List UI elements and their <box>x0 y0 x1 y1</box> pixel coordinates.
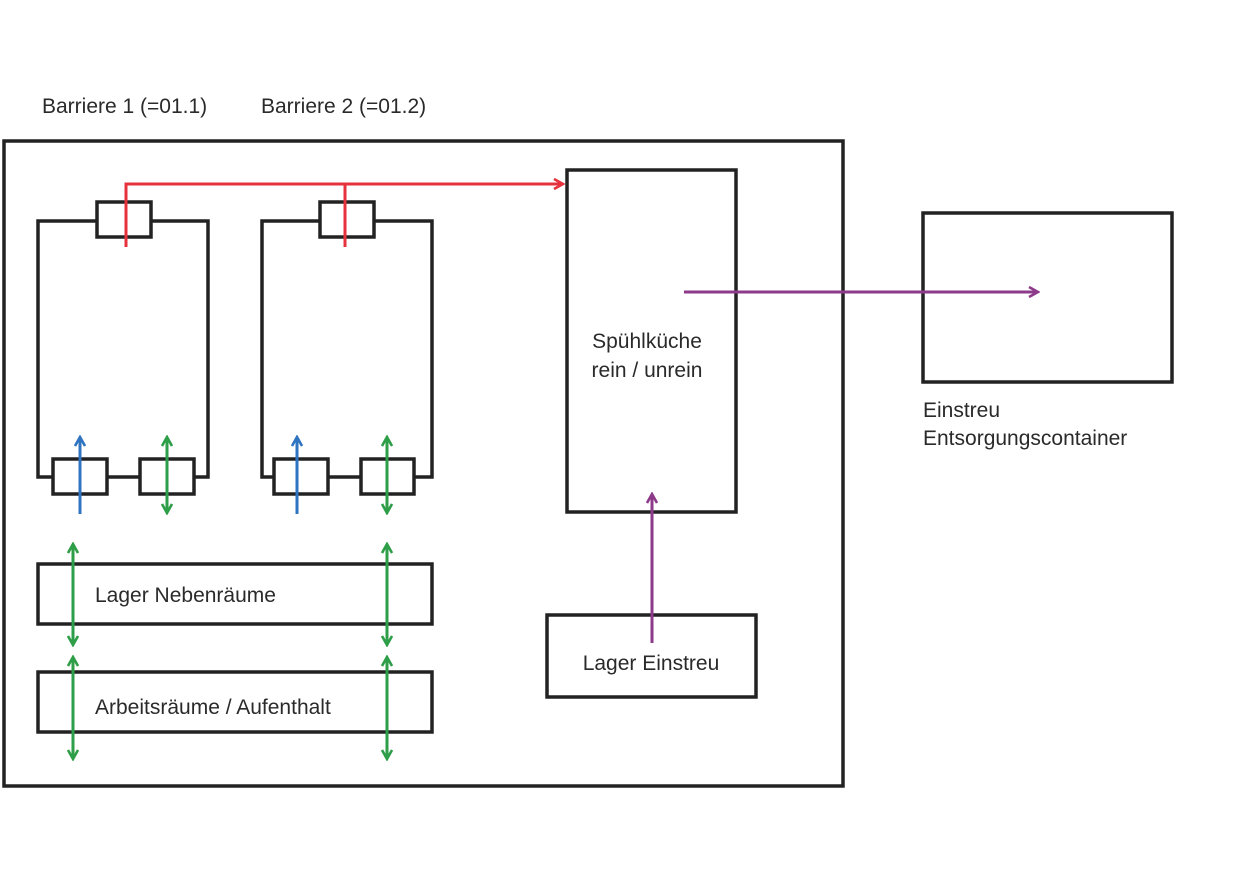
building-outline <box>2 139 845 788</box>
barrier-1-wall-left <box>36 219 97 479</box>
barrier-1-exit-lock <box>95 200 153 239</box>
barrier-2-exit-lock <box>318 200 376 239</box>
barrier-2-label: Barriere 2 (=01.2) <box>261 95 426 118</box>
dirty-flow <box>124 184 563 247</box>
disposal-container-box <box>921 211 1174 384</box>
barrier-2-wall-left <box>260 219 320 479</box>
side-storage-label: Lager Nebenräume <box>95 584 276 607</box>
scullery-label-line-1: Spühlküche <box>592 330 702 353</box>
dirty-flow-arrow <box>124 184 563 247</box>
barrier-1-unit <box>36 200 210 496</box>
barrier-2-wall-right <box>374 219 434 479</box>
work-rooms-box <box>36 670 434 734</box>
work-rooms-label: Arbeitsräume / Aufenthalt <box>95 696 331 719</box>
barrier-2-entry-lock <box>272 457 330 496</box>
barrier-2-unit <box>260 200 434 496</box>
barrier-1-wall-right <box>151 219 210 479</box>
litter-storage-label: Lager Einstreu <box>583 652 720 675</box>
side-storage-box <box>36 562 434 626</box>
disposal-container-label-line-1: Einstreu <box>923 399 1000 422</box>
disposal-container-label-line-2: Entsorgungscontainer <box>923 427 1127 450</box>
barrier-1-label: Barriere 1 (=01.1) <box>42 95 207 118</box>
scullery-label-line-2: rein / unrein <box>592 359 703 382</box>
